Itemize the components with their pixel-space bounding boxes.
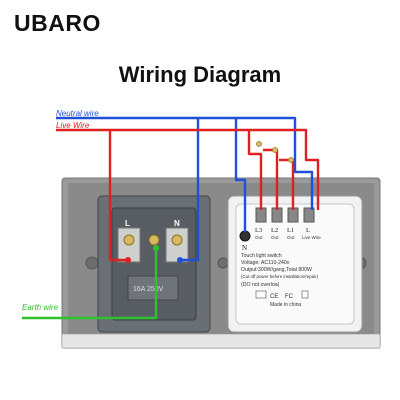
terminal-sub-l2: Out bbox=[271, 235, 279, 240]
earth-screw bbox=[148, 234, 160, 246]
recycle-bin-icon bbox=[301, 290, 309, 299]
switch-footer: Made in china bbox=[270, 302, 301, 308]
terminal-sub-l1: Out bbox=[287, 235, 295, 240]
ce-mark-icon: CE bbox=[270, 294, 278, 300]
spec-line: Voltage: AC110-240v bbox=[241, 260, 290, 266]
spec-line: Touch light switch bbox=[241, 253, 282, 259]
mount-hole bbox=[217, 257, 229, 269]
neutral-connection bbox=[177, 257, 183, 263]
terminal-screw bbox=[123, 234, 135, 246]
switch-terminal bbox=[303, 207, 315, 223]
neutral-wire bbox=[56, 116, 314, 262]
switch-neutral-label: N bbox=[242, 244, 247, 252]
terminal-sub-l3: Out bbox=[255, 235, 263, 240]
live-connection bbox=[125, 257, 131, 263]
terminal-label-l2: L2 bbox=[271, 227, 278, 234]
switch-board bbox=[235, 203, 355, 325]
panel-lip bbox=[61, 333, 381, 349]
socket-rating-plate bbox=[127, 275, 179, 301]
diagram-title: Wiring Diagram bbox=[118, 62, 282, 87]
terminal-sub-l: Live Wire bbox=[302, 235, 321, 240]
earth-wire-label: Earth wire bbox=[22, 303, 59, 312]
mount-hole bbox=[85, 256, 99, 270]
switch-terminal bbox=[287, 207, 299, 223]
switch-terminal bbox=[255, 207, 267, 223]
live-wire-label: Live Wire bbox=[56, 121, 90, 130]
load-indicator-icon bbox=[256, 141, 294, 163]
socket-rating: 16A 250V bbox=[133, 286, 164, 293]
fcc-mark-icon: FC bbox=[285, 294, 294, 300]
neutral-wire-label: Neutral wire bbox=[56, 109, 99, 118]
spec-line: (Cut off power before installation/repai… bbox=[241, 274, 319, 279]
cert-mark-icon bbox=[255, 290, 267, 299]
brand-logo: UBARO bbox=[14, 10, 101, 36]
socket-terminal-l: L bbox=[125, 219, 130, 228]
earth-connection bbox=[153, 245, 159, 251]
terminal-screw bbox=[171, 234, 183, 246]
terminal-label-l1: L1 bbox=[287, 227, 294, 234]
earth-wire bbox=[22, 245, 158, 320]
spec-line: (DO not overloa) bbox=[241, 282, 280, 288]
switch-terminal bbox=[271, 207, 283, 223]
socket-terminal-n: N bbox=[174, 219, 180, 228]
spec-line: Output:300W/gang,Total 800W bbox=[241, 267, 312, 273]
neutral-terminal-screw bbox=[239, 230, 251, 242]
terminal-label-l: L bbox=[306, 227, 310, 234]
terminal-label-l3: L3 bbox=[255, 227, 262, 234]
